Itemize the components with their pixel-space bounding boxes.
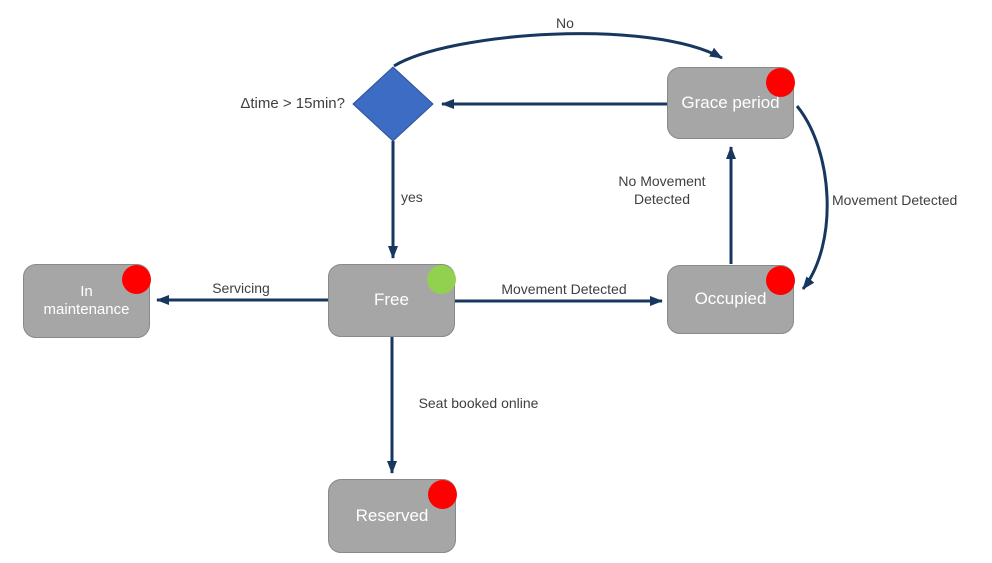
- edge-label-servicing: Servicing: [212, 280, 270, 296]
- state-label-reserved: Reserved: [355, 505, 429, 525]
- state-node-reserved: Reserved: [328, 479, 457, 553]
- state-label-occupied: Occupied: [694, 289, 767, 309]
- status-dot-red: [766, 68, 795, 97]
- edge-label-no-movement-detected: No Movement Detected: [618, 173, 706, 208]
- state-node-in-maintenance: In maintenance: [23, 264, 151, 338]
- state-label-free: Free: [374, 290, 409, 310]
- status-dot-red: [122, 265, 151, 294]
- edge-label-yes: yes: [401, 189, 423, 205]
- state-node-grace-period: Grace period: [667, 67, 795, 139]
- edge-label-seat-booked-online: Seat booked online: [418, 395, 539, 411]
- state-node-free: Free: [328, 264, 456, 337]
- edge-grace-to-occupied-curve: [795, 105, 829, 290]
- edge-paths: [156, 32, 829, 474]
- decision-label: Δtime > 15min?: [240, 95, 345, 112]
- status-dot-red: [766, 266, 795, 295]
- decision-diamond: [352, 66, 434, 142]
- edge-label-movement-detected: Movement Detected: [501, 281, 627, 297]
- state-node-occupied: Occupied: [667, 265, 795, 334]
- status-dot-green: [427, 265, 456, 294]
- edge-decision-to-grace-no: [393, 32, 723, 68]
- edge-label-movement-detected-curve: Movement Detected: [832, 192, 958, 208]
- state-label-grace-period: Grace period: [681, 92, 780, 112]
- status-dot-red: [428, 480, 457, 509]
- edge-label-no: No: [556, 15, 574, 31]
- state-label-in-maintenance: In maintenance: [43, 282, 130, 318]
